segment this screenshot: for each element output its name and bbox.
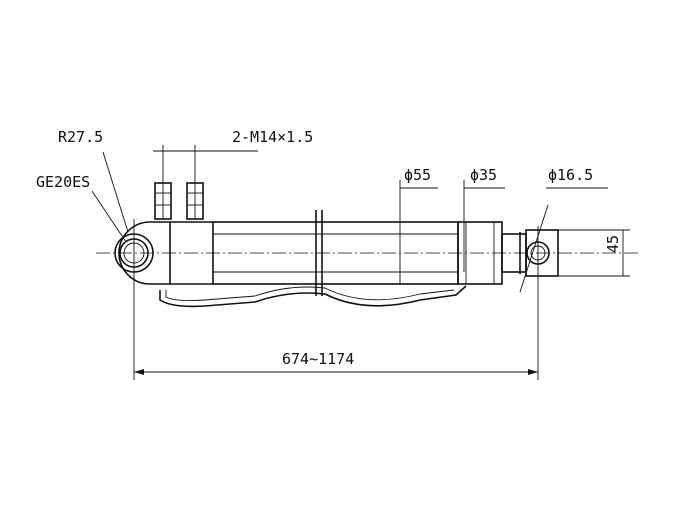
rear-eye-bearing bbox=[114, 219, 213, 290]
rod-dia-label: ϕ35 bbox=[470, 166, 497, 184]
radius-leader bbox=[102, 151, 129, 233]
port-label: 2-M14×1.5 bbox=[232, 128, 313, 146]
pin-dia-label: ϕ16.5 bbox=[548, 166, 593, 184]
hydraulic-ports bbox=[154, 145, 204, 220]
bore-dia-label: ϕ55 bbox=[404, 166, 431, 184]
clevis-width-label: 45 bbox=[604, 235, 622, 253]
stroke-range-label: 674~1174 bbox=[282, 350, 354, 368]
connecting-pipe bbox=[159, 285, 467, 308]
connecting-pipe-inner bbox=[165, 286, 455, 302]
length-arrow-left bbox=[134, 369, 144, 375]
pin-dim-leader bbox=[519, 204, 549, 293]
length-arrow-right bbox=[528, 369, 538, 375]
bearing-leader bbox=[91, 190, 127, 243]
radius-label: R27.5 bbox=[58, 128, 103, 146]
bearing-label: GE20ES bbox=[36, 173, 90, 191]
rod-end-clevis bbox=[525, 226, 559, 300]
